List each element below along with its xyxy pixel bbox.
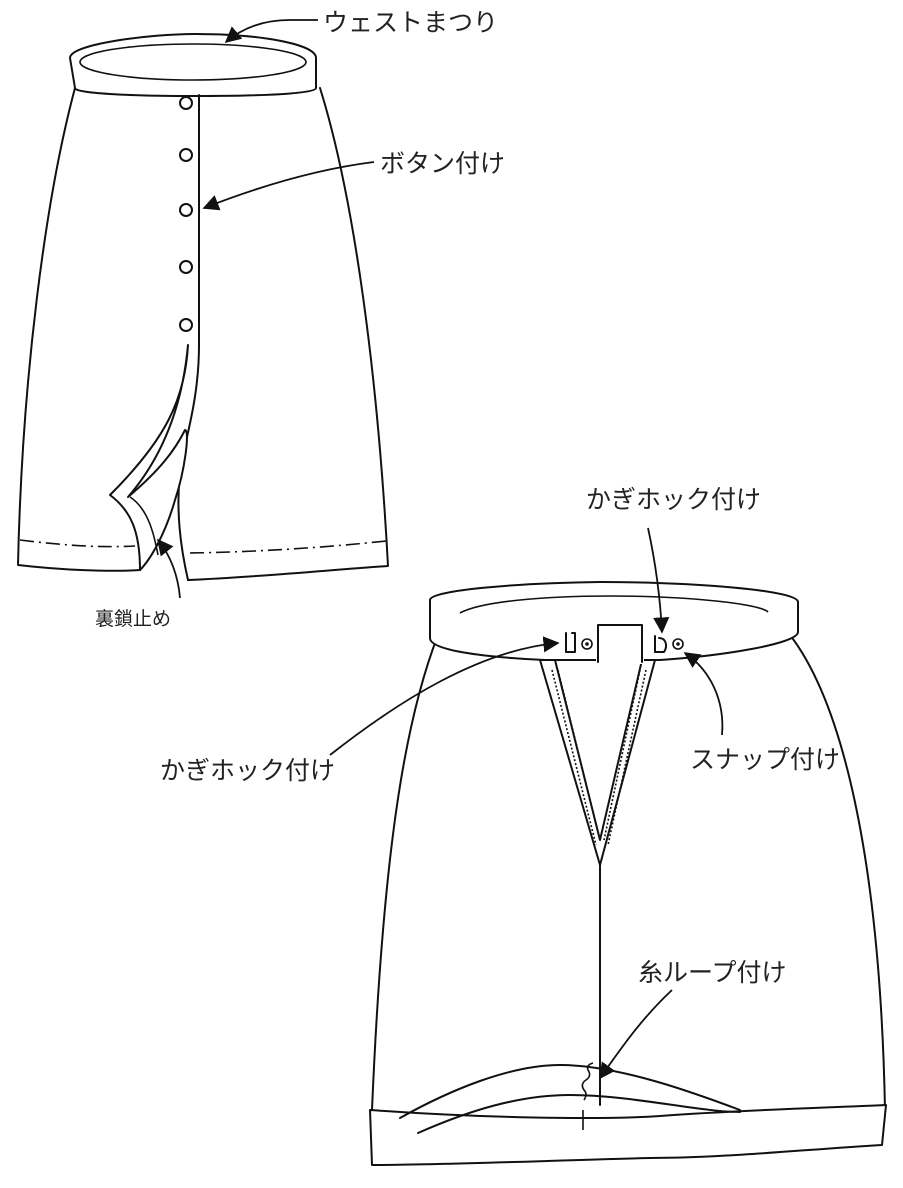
label-waist-hem: ウェストまつり	[323, 8, 498, 37]
hem-lining-curve-inner	[417, 1094, 741, 1134]
snap-left	[581, 638, 593, 650]
snap-right	[672, 638, 684, 650]
arrow-button-attach	[202, 161, 375, 211]
button	[179, 318, 193, 332]
hem-stitch-line-right	[189, 540, 387, 554]
button	[179, 260, 193, 274]
button-skirt-body	[17, 87, 389, 581]
button	[179, 203, 193, 217]
waistband-gap	[596, 620, 644, 664]
thread-loop	[581, 1062, 594, 1130]
overlap-flap	[109, 344, 189, 571]
waistband-inner-edge	[79, 43, 307, 81]
hook-eye	[565, 632, 576, 653]
label-hook-top: かぎホック付け	[586, 485, 761, 514]
snap-right-center	[676, 642, 680, 646]
waistband-gap-edges	[597, 624, 643, 663]
label-blind-tack: 裏鎖止め	[95, 608, 171, 630]
waistband-back-inner	[459, 595, 769, 614]
button-skirt	[17, 33, 389, 581]
hem-band	[369, 1104, 887, 1166]
arrow-hook-left	[329, 636, 560, 756]
hem-lining-curve-outer	[399, 1064, 741, 1119]
snap-left-center	[585, 642, 589, 646]
arrow-waist-hem	[224, 19, 318, 44]
arrow-blind-tack	[156, 538, 181, 599]
label-thread-loop: 糸ループ付け	[638, 958, 787, 987]
zipper-teeth-left	[551, 669, 601, 846]
hook	[654, 635, 668, 653]
label-snap: スナップ付け	[690, 745, 840, 774]
center-front-line	[177, 94, 200, 581]
hem-stitch-line-left	[19, 539, 136, 548]
button	[179, 148, 193, 162]
button	[179, 96, 193, 110]
zipper-skirt	[369, 581, 887, 1166]
label-hook-left: かぎホック付け	[160, 756, 335, 785]
arrow-snap	[683, 652, 724, 736]
label-button-attach: ボタン付け	[380, 149, 505, 178]
arrow-hook-top	[647, 527, 670, 634]
waistband	[69, 33, 317, 97]
zipper-skirt-body	[371, 634, 886, 1111]
arrow-thread-loop	[599, 989, 673, 1080]
zipper-teeth-right	[603, 669, 647, 846]
